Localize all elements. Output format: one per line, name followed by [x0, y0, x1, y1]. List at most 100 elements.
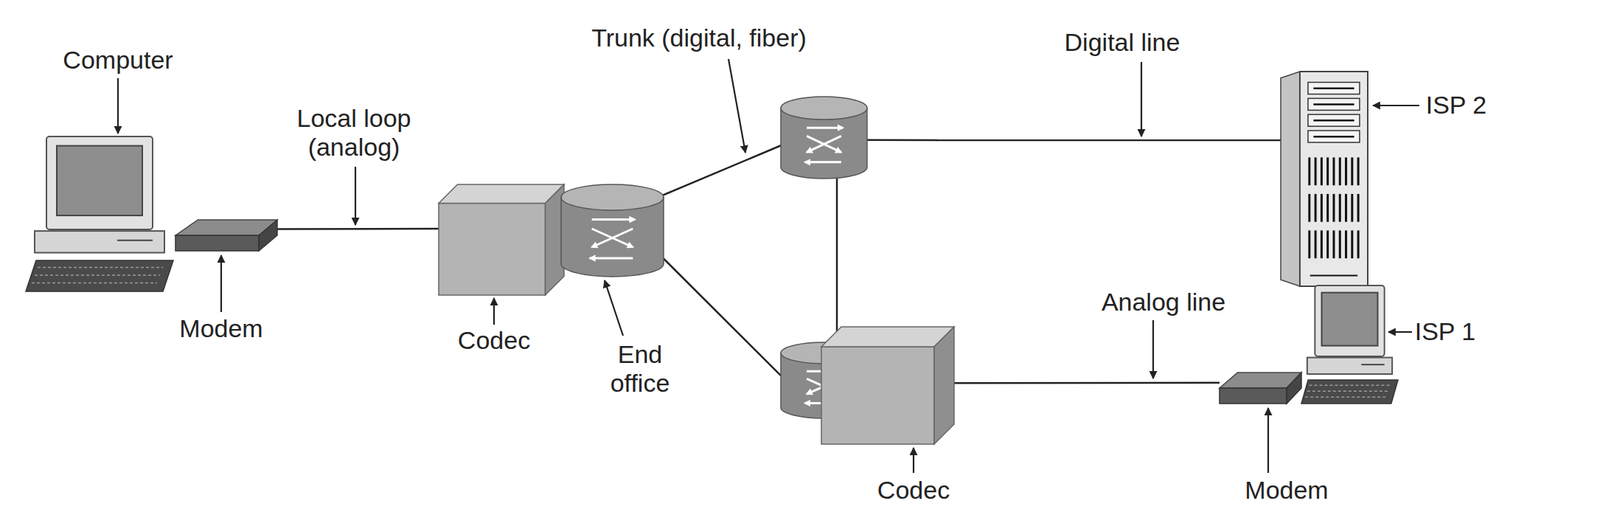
codec-front [438, 203, 546, 296]
screen [56, 145, 143, 217]
leader-arrow [1372, 104, 1420, 107]
vent-slat [1357, 230, 1360, 259]
vent-slat [1332, 230, 1335, 259]
codec-front [821, 346, 935, 444]
switch-arrow [805, 160, 842, 163]
switch-top [561, 184, 664, 211]
keyboard-keys [1307, 390, 1390, 392]
switch-top [780, 96, 868, 120]
vent-slat [1314, 230, 1317, 259]
leader-arrow [117, 78, 119, 134]
device-label: Modem [1244, 475, 1328, 505]
device-label: Codec [457, 325, 531, 355]
leader-arrow [354, 166, 357, 225]
switch-arrow [592, 228, 634, 248]
codec-top [438, 184, 565, 204]
leader-arrow [1267, 407, 1269, 473]
connector-line [954, 381, 1220, 385]
keyboard [25, 260, 174, 292]
monitor [46, 136, 153, 230]
drive-bay [1308, 82, 1360, 95]
keyboard-keys [1308, 384, 1391, 386]
vent-slat [1344, 193, 1348, 222]
switch-arrow [806, 135, 842, 152]
codec-box: Codec [438, 184, 565, 295]
codec-side [934, 326, 955, 444]
server-front [1299, 71, 1368, 287]
codec-box-drawing [821, 326, 955, 444]
base-slot [1310, 274, 1358, 276]
server-icon-drawing [1280, 71, 1368, 287]
drive-slot [1313, 119, 1354, 122]
leader-arrow [728, 58, 746, 153]
computer-icon-drawing [1301, 285, 1398, 404]
vent-slat [1338, 230, 1342, 259]
vent-slat [1332, 157, 1335, 186]
vent-slat [1314, 157, 1317, 186]
modem-front [175, 235, 259, 251]
vent-slat [1320, 157, 1323, 186]
leader-arrow [604, 280, 624, 336]
switch-arrow [806, 126, 843, 130]
vent-slat [1357, 193, 1360, 222]
vent-slat [1350, 230, 1353, 259]
desktop-case [34, 230, 165, 253]
drive-slot [1361, 363, 1384, 365]
keyboard-keys [34, 274, 160, 276]
vent-slat [1308, 193, 1311, 222]
leader-arrow [220, 255, 222, 312]
computer-icon-drawing [25, 136, 174, 292]
keyboard-keys [31, 282, 158, 284]
leader-arrow [912, 447, 915, 473]
modem-icon: Modem [175, 219, 278, 251]
drive-bay [1308, 130, 1360, 143]
switch-icon-drawing [780, 96, 868, 179]
vent-slat [1320, 230, 1323, 259]
leader-arrow [493, 297, 495, 325]
leader-arrow [1140, 61, 1143, 137]
vent-slat [1344, 157, 1348, 186]
device-label: End office [599, 339, 681, 398]
vent-slat [1320, 193, 1323, 222]
vent-slat [1350, 193, 1353, 222]
device-label: ISP 2 [1425, 90, 1488, 120]
modem-side [258, 219, 278, 251]
connector-line [867, 139, 1281, 142]
switch-icon [780, 96, 868, 179]
vent-slat [1338, 157, 1342, 186]
vent-slat [1332, 193, 1335, 222]
connector-line [659, 254, 789, 384]
vent-slat [1344, 230, 1348, 259]
switch-arrow [592, 218, 635, 221]
line-label: Analog line [1099, 287, 1228, 317]
codec-box-drawing [438, 184, 565, 295]
monitor [1314, 285, 1384, 357]
drive-slot [1313, 135, 1354, 138]
keyboard-keys [1305, 395, 1387, 398]
drive-slot [1313, 87, 1354, 90]
drive-slot [1313, 103, 1354, 106]
server-side [1280, 71, 1300, 287]
vent-slat [1308, 157, 1311, 186]
modem-icon-drawing [1219, 372, 1302, 404]
switch-arrow [592, 228, 634, 248]
line-label: Local loop (analog) [277, 103, 430, 162]
screen [1322, 292, 1379, 346]
codec-box: Codec [821, 326, 955, 444]
switch-arrow [589, 257, 633, 260]
drive-slot [117, 239, 153, 242]
connector-line [836, 178, 839, 343]
codec-top [821, 326, 955, 347]
connector-line [277, 227, 439, 231]
modem-icon: Modem [1219, 372, 1302, 404]
server-icon: ISP 2 [1280, 71, 1368, 287]
line-label: Trunk (digital, fiber) [589, 23, 809, 53]
connector-line [653, 143, 786, 200]
modem-side [1286, 372, 1302, 404]
vent-slat [1338, 193, 1342, 222]
switch-icon: End office [561, 184, 664, 277]
keyboard-keys [37, 266, 163, 269]
computer-icon: ISP 1 [1301, 285, 1398, 404]
switch-icon-drawing [561, 184, 664, 277]
